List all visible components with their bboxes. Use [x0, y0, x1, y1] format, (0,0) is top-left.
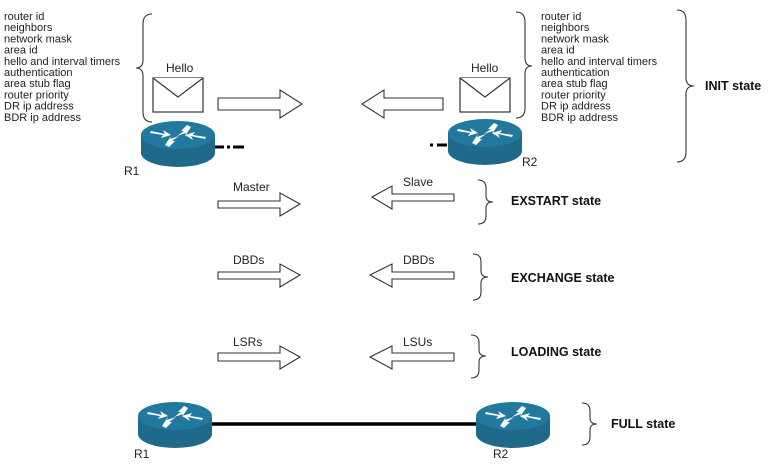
full-r1-router-icon: [138, 402, 212, 448]
r1-field-item: BDR ip address: [4, 112, 82, 124]
r2-field-item: BDR ip address: [541, 112, 619, 124]
exchange-r2-label: DBDs: [403, 253, 434, 267]
r2-envelope-icon: [459, 77, 511, 113]
r1-envelope-icon: [152, 77, 204, 113]
loading-state-brace: [470, 334, 487, 379]
exstart-state-brace: [477, 179, 494, 225]
r2-field-item: router priority: [541, 89, 606, 101]
loading-r1-label: LSRs: [233, 335, 262, 349]
r2-field-item: area id: [541, 45, 575, 57]
r2-fields-brace: [515, 11, 533, 119]
exchange-r1-label: DBDs: [233, 253, 264, 267]
exchange-state-label: EXCHANGE state: [511, 271, 615, 285]
r1-fields-brace: [135, 13, 153, 123]
init-arrow-left: [360, 88, 444, 120]
r2-label: R2: [522, 155, 538, 169]
r1-field-item: neighbors: [4, 22, 53, 34]
r2-hello-label: Hello: [471, 61, 499, 75]
r2-field-item: hello and interval timers: [541, 56, 658, 68]
init-state-brace: [676, 9, 695, 163]
r1-router-icon: [141, 121, 215, 167]
loading-arrow-right: [217, 345, 302, 370]
full-r2-router-icon: [476, 402, 550, 448]
r1-field-item: authentication: [4, 67, 73, 79]
exchange-state-brace: [472, 253, 489, 301]
r2-field-item: router id: [541, 11, 581, 23]
full-r1-label: R1: [134, 447, 150, 461]
r2-field-item: network mask: [541, 33, 609, 45]
init-arrow-right: [217, 88, 304, 120]
loading-arrow-left: [368, 345, 455, 370]
r1-field-item: area id: [4, 45, 38, 57]
exstart-arrow-left: [370, 185, 455, 210]
init-state-label: INIT state: [705, 79, 761, 93]
exstart-arrow-right: [217, 192, 302, 217]
r1-field-item: router priority: [4, 89, 69, 101]
loading-r2-label: LSUs: [403, 335, 432, 349]
r1-field-item: hello and interval timers: [4, 56, 121, 68]
r2-field-item: area stub flag: [541, 78, 608, 90]
r1-field-item: network mask: [4, 33, 72, 45]
r1-hello-label: Hello: [166, 61, 194, 75]
exstart-r1-label: Master: [233, 180, 270, 194]
loading-state-label: LOADING state: [511, 345, 601, 359]
full-state-brace: [581, 402, 598, 446]
r1-label: R1: [124, 164, 140, 178]
r2-field-item: neighbors: [541, 22, 590, 34]
r2-field-item: DR ip address: [541, 101, 611, 113]
exstart-state-label: EXSTART state: [511, 194, 601, 208]
r2-field-item: authentication: [541, 67, 610, 79]
exstart-r2-label: Slave: [403, 175, 433, 189]
exchange-arrow-right: [217, 263, 302, 288]
r1-field-item: area stub flag: [4, 78, 71, 90]
r2-router-icon: [448, 119, 522, 165]
r1-field-item: DR ip address: [4, 101, 74, 113]
exchange-arrow-left: [368, 263, 455, 288]
r1-field-item: router id: [4, 11, 44, 23]
full-state-label: FULL state: [611, 417, 675, 431]
full-r2-label: R2: [493, 447, 509, 461]
